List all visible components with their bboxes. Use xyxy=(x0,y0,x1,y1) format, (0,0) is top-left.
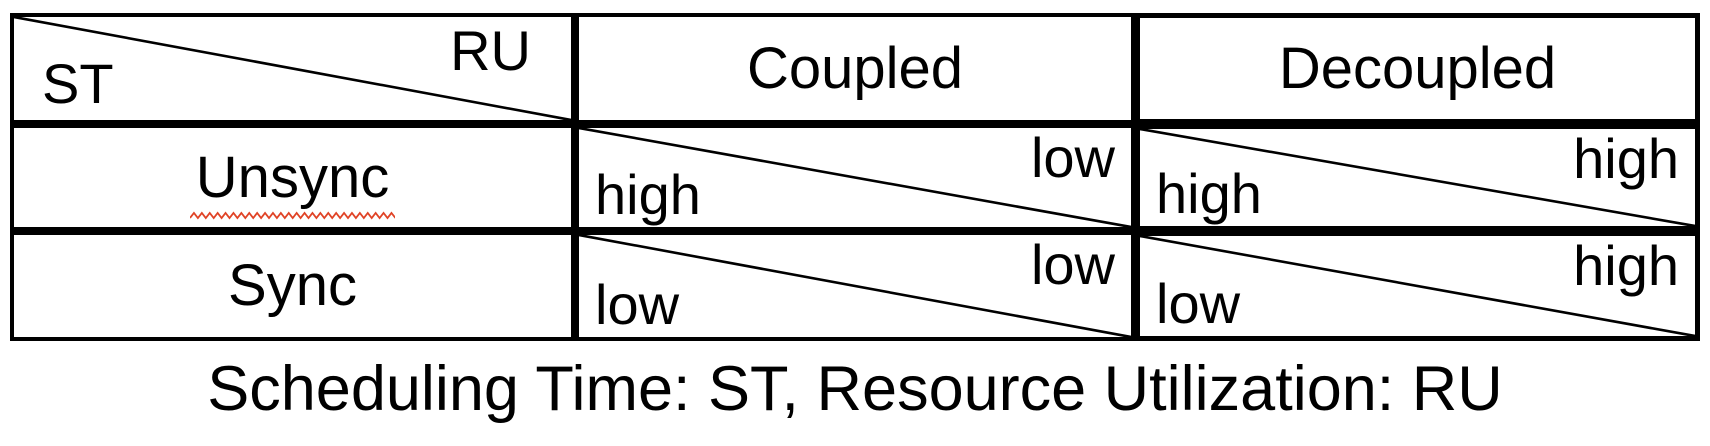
st-value: low xyxy=(595,273,680,336)
st-value: high xyxy=(595,163,701,226)
diagonal-divider xyxy=(1140,129,1695,226)
row-header-unsync-label: Unsync xyxy=(195,144,390,210)
diagonal-line xyxy=(579,128,1131,227)
diagonal-line xyxy=(579,235,1131,337)
diagonal-line xyxy=(14,17,571,120)
ru-value: high xyxy=(1573,234,1679,297)
row-label-text: Unsync xyxy=(195,144,390,210)
caption: Scheduling Time: ST, Resource Utilizatio… xyxy=(207,354,1503,424)
row-header-unsync: Unsync xyxy=(10,124,575,231)
st-value: high xyxy=(1156,162,1262,225)
st-value: low xyxy=(1156,272,1241,335)
row-axis-label: ST xyxy=(42,52,114,115)
ru-value: low xyxy=(1030,233,1115,296)
diagonal-divider xyxy=(579,235,1131,337)
ru-value: low xyxy=(1030,126,1115,189)
column-header-coupled: Coupled xyxy=(575,13,1135,124)
squiggle-path xyxy=(190,213,395,218)
col-axis-label: RU xyxy=(450,19,531,82)
column-header-decoupled: Decoupled xyxy=(1135,13,1700,124)
cell-unsync-decoupled: high high xyxy=(1135,124,1700,231)
diagonal-line xyxy=(1140,129,1695,226)
diagonal-divider xyxy=(579,128,1131,227)
corner-cell: ST RU xyxy=(10,13,575,124)
row-header-sync: Sync xyxy=(10,231,575,341)
cell-sync-coupled: low low xyxy=(575,231,1135,341)
diagonal-line xyxy=(1140,236,1695,336)
cell-unsync-coupled: high low xyxy=(575,124,1135,231)
diagonal-divider xyxy=(14,17,571,120)
cell-sync-decoupled: low high xyxy=(1135,231,1700,341)
ru-value: high xyxy=(1573,127,1679,190)
matrix-table: ST RU Coupled Decoupled Unsync high low xyxy=(10,13,1700,341)
spellcheck-squiggle xyxy=(190,211,395,220)
diagonal-divider xyxy=(1140,236,1695,336)
